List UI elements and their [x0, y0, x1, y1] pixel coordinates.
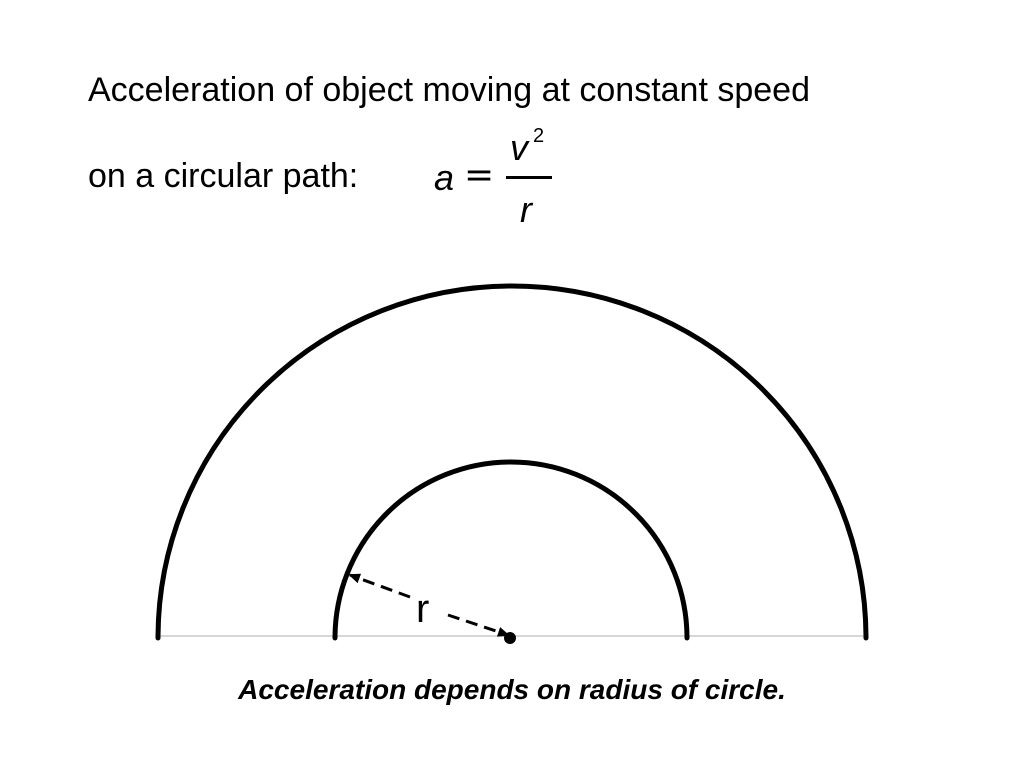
inner-semicircle: [332, 459, 690, 641]
outer-semicircle: [155, 283, 869, 641]
acceleration-formula: a = v 2 r: [434, 120, 564, 235]
fraction-bar: [506, 176, 552, 179]
formula-lhs: a: [434, 157, 455, 198]
formula-exponent: 2: [533, 125, 545, 147]
caption: Acceleration depends on radius of circle…: [238, 674, 786, 705]
radius-label: r: [416, 587, 429, 631]
radius-arrow-left: [348, 573, 411, 599]
radius-arrow-right: [447, 613, 510, 637]
formula-numerator: v: [510, 127, 528, 168]
heading-line-1: Acceleration of object moving at constan…: [88, 71, 810, 109]
heading-line-2: on a circular path:: [88, 157, 359, 195]
formula-equals: =: [464, 155, 495, 196]
formula-denominator: r: [520, 189, 532, 230]
